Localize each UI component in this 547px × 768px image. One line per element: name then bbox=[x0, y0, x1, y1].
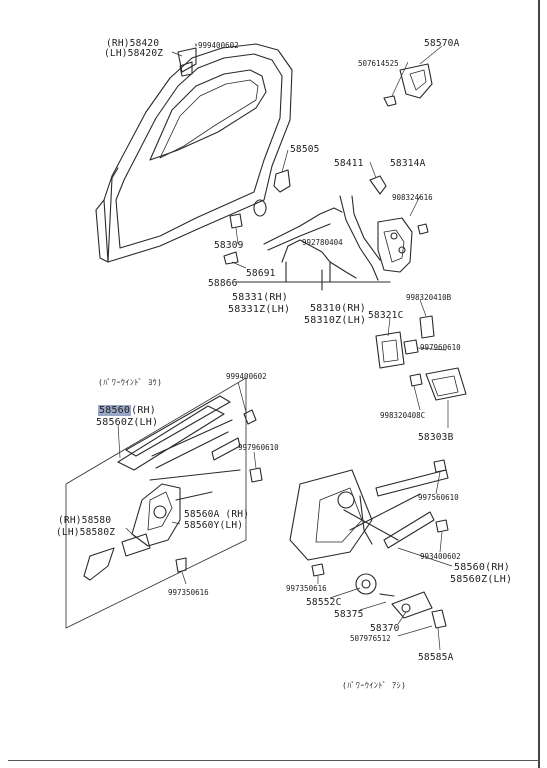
label-58411: 58411 bbox=[334, 158, 364, 169]
right-regulator-assembly bbox=[289, 459, 449, 629]
label-58505: 58505 bbox=[290, 144, 320, 155]
label-58420-rh: (RH)58420 bbox=[106, 38, 160, 49]
label-997960610-right: 997960610 bbox=[420, 343, 461, 352]
label-997960610-left: 997960610 bbox=[238, 443, 279, 452]
label-507614525: 507614525 bbox=[358, 59, 399, 68]
label-58420z-lh: (LH)58420Z bbox=[104, 48, 164, 59]
label-58370: 58370 bbox=[370, 623, 400, 634]
label-908324616: 908324616 bbox=[392, 193, 433, 202]
label-58310-rh: 58310(RH) bbox=[310, 303, 366, 314]
label-58314a: 58314A bbox=[390, 158, 426, 169]
label-58375: 58375 bbox=[334, 609, 364, 620]
label-58321c: 58321C bbox=[368, 310, 404, 321]
label-58552c: 58552C bbox=[306, 597, 342, 608]
left-regulator-assembly bbox=[65, 377, 263, 629]
front-door-outline bbox=[95, 43, 293, 263]
label-993400602: 993400602 bbox=[420, 552, 461, 561]
label-58560a-rh: 58560A (RH) bbox=[184, 509, 250, 520]
label-58560z-lh-right: 58560Z(LH) bbox=[450, 574, 513, 585]
label-997560610: 997560610 bbox=[418, 493, 459, 502]
label-998320408c: 998320408C bbox=[380, 411, 426, 420]
label-58560-rh-left: 58560(RH) bbox=[98, 405, 156, 416]
label-999400602-top: 999400602 bbox=[198, 41, 239, 50]
label-997350616-left: 997350616 bbox=[168, 588, 209, 597]
label-58303b: 58303B bbox=[418, 432, 454, 443]
page-bottom-border bbox=[8, 760, 540, 761]
bracket-58420 bbox=[177, 43, 197, 77]
label-58560-highlight: 58560 bbox=[98, 405, 132, 416]
label-58580-rh: (RH)58580 bbox=[58, 515, 112, 526]
label-58309: 58309 bbox=[214, 240, 244, 251]
door-lock-rods bbox=[235, 175, 429, 291]
label-58310z-lh: 58310Z(LH) bbox=[304, 315, 367, 326]
door-small-parts bbox=[223, 169, 291, 265]
label-58560z-lh-left: 58560Z(LH) bbox=[96, 417, 159, 428]
part-58570a bbox=[383, 63, 433, 107]
label-992780404: 992780404 bbox=[302, 238, 343, 247]
label-58691: 58691 bbox=[246, 268, 276, 279]
note-power-window-2: (ﾊﾟﾜｰｳｲﾝﾄﾞ ｱｼ) bbox=[342, 681, 407, 690]
label-58570a: 58570A bbox=[424, 38, 460, 49]
part-58321c-58303b bbox=[375, 315, 467, 401]
page-right-border bbox=[538, 0, 540, 768]
label-58580z-lh: (LH)58580Z bbox=[56, 527, 116, 538]
label-58585a: 58585A bbox=[418, 652, 454, 663]
label-58560-rh-right: 58560(RH) bbox=[454, 562, 510, 573]
label-58560y-lh: 58560Y(LH) bbox=[184, 520, 244, 531]
label-998320410b: 998320410B bbox=[406, 293, 452, 302]
note-power-window-1: (ﾊﾟﾜｰｳｲﾝﾄﾞ ﾖｳ) bbox=[98, 378, 163, 387]
label-58560-rh-suffix: (RH) bbox=[131, 405, 156, 416]
label-58331z-lh: 58331Z(LH) bbox=[228, 304, 291, 315]
label-997350616-right: 997350616 bbox=[286, 584, 327, 593]
label-999400602-mid: 999400602 bbox=[226, 372, 267, 381]
label-58331-rh: 58331(RH) bbox=[232, 292, 288, 303]
label-58866: 58866 bbox=[208, 278, 238, 289]
label-507976512: 507976512 bbox=[350, 634, 391, 643]
